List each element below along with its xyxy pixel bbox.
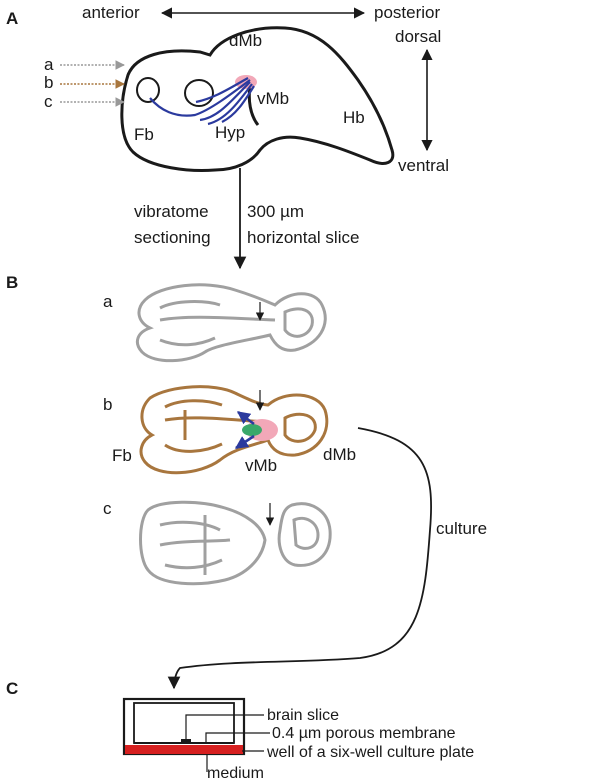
culture-arrow xyxy=(167,427,432,690)
region-vmb-label: vMb xyxy=(257,89,289,108)
slice-c-outline xyxy=(139,500,332,586)
culture-label: culture xyxy=(436,519,487,538)
region-hb-label: Hb xyxy=(343,108,365,127)
level-a-label: a xyxy=(44,55,54,74)
vmb-green-explant xyxy=(242,424,262,436)
panel-label-b: B xyxy=(6,273,18,292)
panel-label-c: C xyxy=(6,679,18,698)
level-c-label: c xyxy=(44,92,53,111)
slice-b-fb-label: Fb xyxy=(112,446,132,465)
axis-anterior-label: anterior xyxy=(82,3,140,22)
axis-posterior-label: posterior xyxy=(374,3,440,22)
axis-ventral-label: ventral xyxy=(398,156,449,175)
level-b-label: b xyxy=(44,73,53,92)
region-fb-label: Fb xyxy=(134,125,154,144)
callout-lines xyxy=(185,714,270,772)
culture-medium xyxy=(125,745,243,754)
brain-slice xyxy=(181,739,191,743)
axon-bundles xyxy=(149,77,255,126)
slice-b-dmb-label: dMb xyxy=(323,445,356,464)
eye-circle-right xyxy=(184,79,214,107)
step-sectioning: sectioning xyxy=(134,228,211,247)
slice-a-outline xyxy=(135,283,327,363)
slice-b-label: b xyxy=(103,395,112,414)
medium-label: medium xyxy=(207,765,264,782)
well-label: well of a six-well culture plate xyxy=(266,744,474,761)
slice-c-label: c xyxy=(103,499,112,518)
brain-outline xyxy=(120,26,395,172)
region-dmb-label: dMb xyxy=(229,31,262,50)
step-vibratome: vibratome xyxy=(134,202,209,221)
slice-b-outline xyxy=(139,385,329,475)
slice-b-vmb-label: vMb xyxy=(245,456,277,475)
membrane-label: 0.4 µm porous membrane xyxy=(272,725,456,742)
axis-dorsal-label: dorsal xyxy=(395,27,441,46)
step-horizontal-slice: horizontal slice xyxy=(247,228,359,247)
panel-label-a: A xyxy=(6,9,18,28)
step-thickness: 300 µm xyxy=(247,202,304,221)
eye-circle-left xyxy=(136,77,160,103)
region-hyp-label: Hyp xyxy=(215,123,245,142)
slice-a-label: a xyxy=(103,292,113,311)
insert-wall xyxy=(133,702,235,744)
slice-b-axons xyxy=(234,410,255,450)
brain-slice-label: brain slice xyxy=(267,707,339,724)
